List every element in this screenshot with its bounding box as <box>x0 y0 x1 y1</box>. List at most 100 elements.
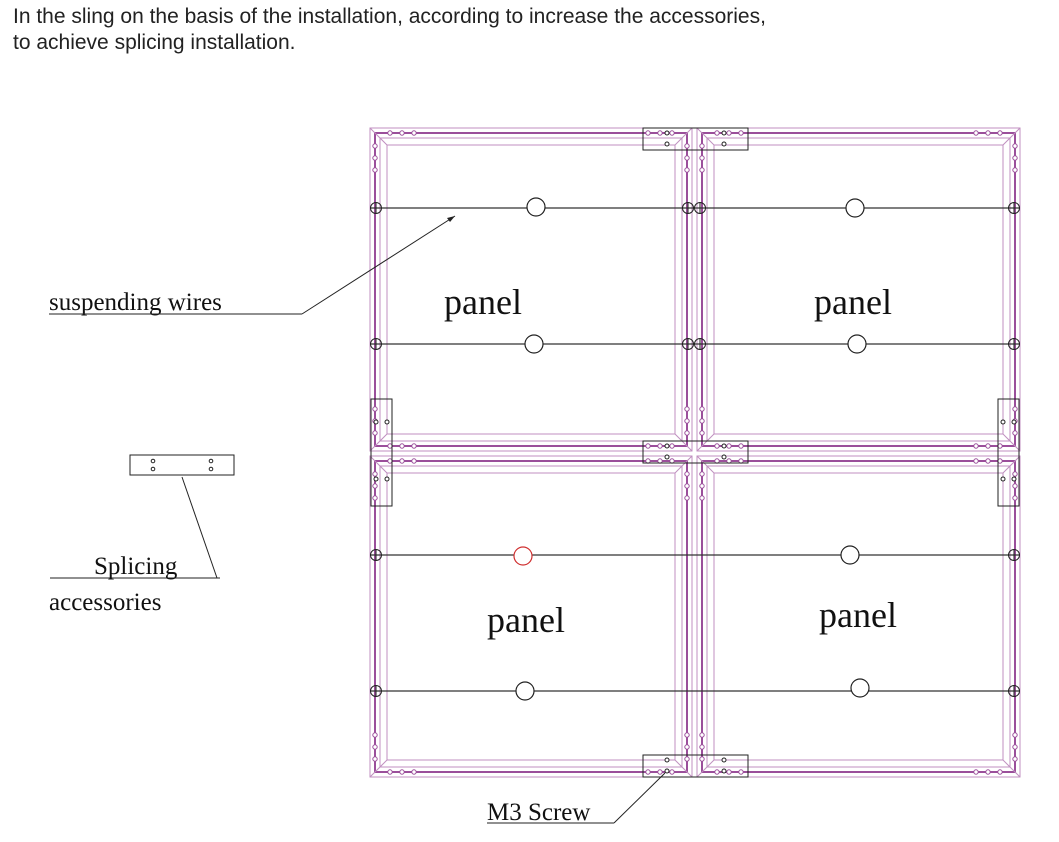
frame-hole <box>645 769 651 775</box>
frame-hole <box>387 769 393 775</box>
frame-edge <box>374 132 688 447</box>
frame-hole <box>684 155 690 161</box>
frame-hole <box>372 732 378 738</box>
frame-hole <box>997 769 1003 775</box>
bracket-outline <box>997 398 1020 507</box>
frame-hole <box>699 418 705 424</box>
frame-edge <box>706 465 1011 768</box>
frame-hole <box>699 483 705 489</box>
frame-hole <box>372 744 378 750</box>
frame-hole <box>411 769 417 775</box>
m3-screw-icon <box>664 130 670 136</box>
panel-label-top-left: panel <box>444 282 522 322</box>
frame-edge <box>369 455 693 778</box>
frame-edge <box>713 472 1004 761</box>
frame-hole <box>699 155 705 161</box>
frame-hole <box>738 443 744 449</box>
frame-corner <box>1002 433 1021 452</box>
frame-corner <box>674 759 693 778</box>
m3-screw-icon <box>1000 419 1006 425</box>
frame-corner <box>369 455 388 474</box>
splicing-label: Splicing <box>94 553 178 580</box>
caption: In the sling on the basis of the install… <box>13 4 766 56</box>
frame-hole <box>372 155 378 161</box>
frame-hole <box>372 143 378 149</box>
frame-corner <box>674 455 693 474</box>
hanging-hole-icon <box>515 681 535 701</box>
panel-frame <box>369 127 693 452</box>
bracket-outline <box>642 440 749 464</box>
frame-hole <box>645 130 651 136</box>
m3-screw-icon <box>384 419 390 425</box>
splicing-bracket <box>642 127 749 151</box>
hanging-hole-icon <box>847 334 867 354</box>
frame-hole <box>699 167 705 173</box>
m3-screw-icon <box>721 768 727 774</box>
hanging-hole-icon <box>526 197 546 217</box>
frame-hole <box>738 130 744 136</box>
frame-corner <box>369 433 388 452</box>
frame-hole <box>684 406 690 412</box>
splicing-accessory-sample <box>129 454 235 476</box>
frame-edge <box>386 144 676 435</box>
frame-edge <box>696 455 1021 778</box>
frame-hole <box>684 744 690 750</box>
frame-hole <box>1012 406 1018 412</box>
frame-hole <box>411 130 417 136</box>
panel-label-bottom-right: panel <box>819 595 897 635</box>
frame-hole <box>699 430 705 436</box>
frame-corner <box>696 759 715 778</box>
frame-hole <box>1012 744 1018 750</box>
splicing-bracket <box>370 398 393 507</box>
frame-corner <box>1002 455 1021 474</box>
m3-screw-icon <box>1000 476 1006 482</box>
m3-screw-leader <box>613 772 666 824</box>
frame-hole <box>726 130 732 136</box>
m3-screw-icon <box>1011 476 1017 482</box>
suspending-wires-leader <box>301 215 456 315</box>
m3-screw-label: M3 Screw <box>487 799 590 826</box>
frame-edge <box>386 472 676 761</box>
frame-hole <box>411 443 417 449</box>
frame-hole <box>645 443 651 449</box>
frame-corner <box>1002 127 1021 146</box>
frame-edge <box>701 460 1016 773</box>
frame-hole <box>699 732 705 738</box>
frame-hole <box>1012 495 1018 501</box>
hanging-hole-icon <box>513 546 533 566</box>
frame-hole <box>684 483 690 489</box>
m3-screw-icon <box>1011 419 1017 425</box>
frame-hole <box>714 130 720 136</box>
splicing-bracket <box>642 440 749 464</box>
frame-hole <box>684 756 690 762</box>
frame-hole <box>669 130 675 136</box>
frame-corner <box>674 433 693 452</box>
panel-frame <box>369 455 693 778</box>
hanging-hole-icon <box>524 334 544 354</box>
splicing-brackets <box>370 127 1020 778</box>
frame-hole <box>372 406 378 412</box>
frame-hole <box>699 406 705 412</box>
frame-edge <box>379 465 683 768</box>
frame-hole <box>699 756 705 762</box>
frame-hole <box>726 443 732 449</box>
bracket-outline <box>642 127 749 151</box>
frame-edge <box>701 132 1016 447</box>
frame-hole <box>399 458 405 464</box>
splicing-leader <box>181 476 218 579</box>
panel-frame <box>696 455 1021 778</box>
frame-hole <box>699 744 705 750</box>
bracket-outline <box>642 754 749 778</box>
frame-hole <box>1012 143 1018 149</box>
m3-screw-icon <box>721 454 727 460</box>
frame-hole <box>973 769 979 775</box>
frame-hole <box>973 443 979 449</box>
frame-hole <box>714 769 720 775</box>
caption-line-1: In the sling on the basis of the install… <box>13 5 766 28</box>
frame-hole <box>699 495 705 501</box>
frame-hole <box>684 732 690 738</box>
frame-hole <box>997 130 1003 136</box>
m3-screw-icon <box>664 454 670 460</box>
m3-screw-icon <box>384 476 390 482</box>
